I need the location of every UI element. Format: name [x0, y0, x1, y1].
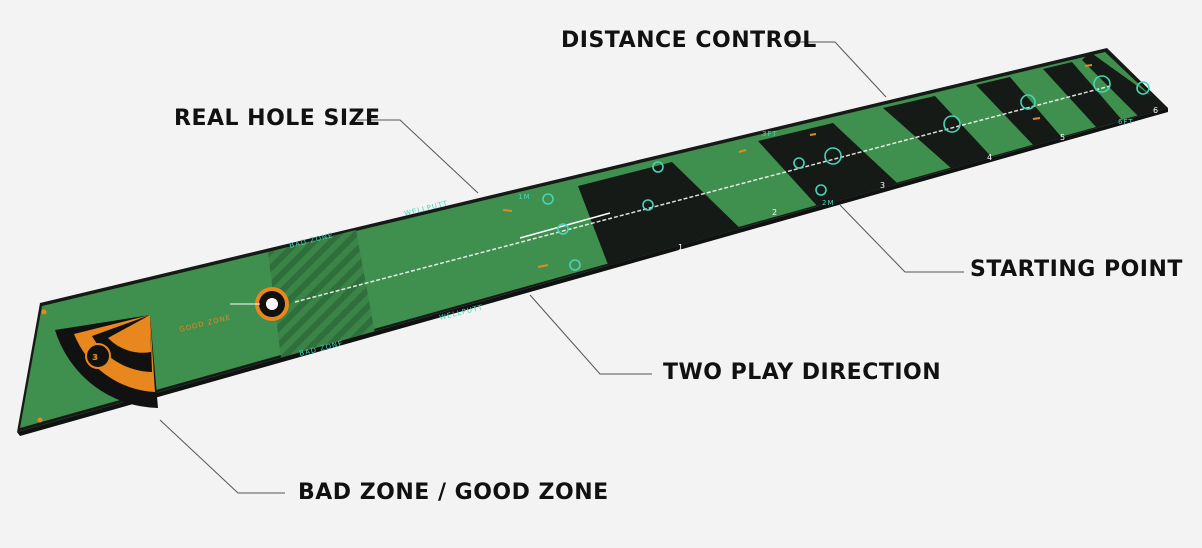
dark-block-3: [883, 96, 999, 176]
callout-bad-good-zone: BAD ZONE / GOOD ZONE: [298, 480, 609, 505]
aim-line: [519, 212, 611, 239]
zone-fan: ɜ: [55, 315, 158, 408]
distance-numbers: 1 2 3 4 5 6: [678, 106, 1158, 252]
callout-real-hole-size: REAL HOLE SIZE: [174, 106, 381, 131]
dark-block-5: [1043, 62, 1122, 128]
callout-distance-control: DISTANCE CONTROL: [561, 28, 817, 53]
bad-zone-stripes: [268, 230, 376, 366]
distance-label-6ft: 6FT: [1118, 118, 1134, 126]
number-4: 4: [987, 153, 992, 162]
center-line: [294, 85, 1111, 303]
target-markers: [542, 75, 1150, 271]
real-hole: [230, 287, 289, 321]
distance-label-3ft: 3FT: [762, 130, 778, 138]
number-6: 6: [1153, 106, 1158, 115]
number-2: 2: [772, 208, 777, 217]
number-1: 1: [678, 243, 683, 252]
leader-lines: [159, 41, 964, 494]
putting-mat: [17, 48, 1168, 436]
number-3: 3: [880, 181, 885, 190]
callout-starting-point: STARTING POINT: [970, 257, 1183, 282]
number-5: 5: [1060, 133, 1065, 142]
callout-two-play-direction: TWO PLAY DIRECTION: [663, 360, 942, 385]
distance-label-1m: 1M: [518, 193, 531, 201]
corner-marks: [37, 309, 47, 423]
dark-block-4: [976, 77, 1064, 149]
distance-ticks: [502, 64, 1093, 268]
svg-text:ɜ: ɜ: [92, 350, 98, 363]
distance-label-2m: 2M: [822, 199, 835, 207]
